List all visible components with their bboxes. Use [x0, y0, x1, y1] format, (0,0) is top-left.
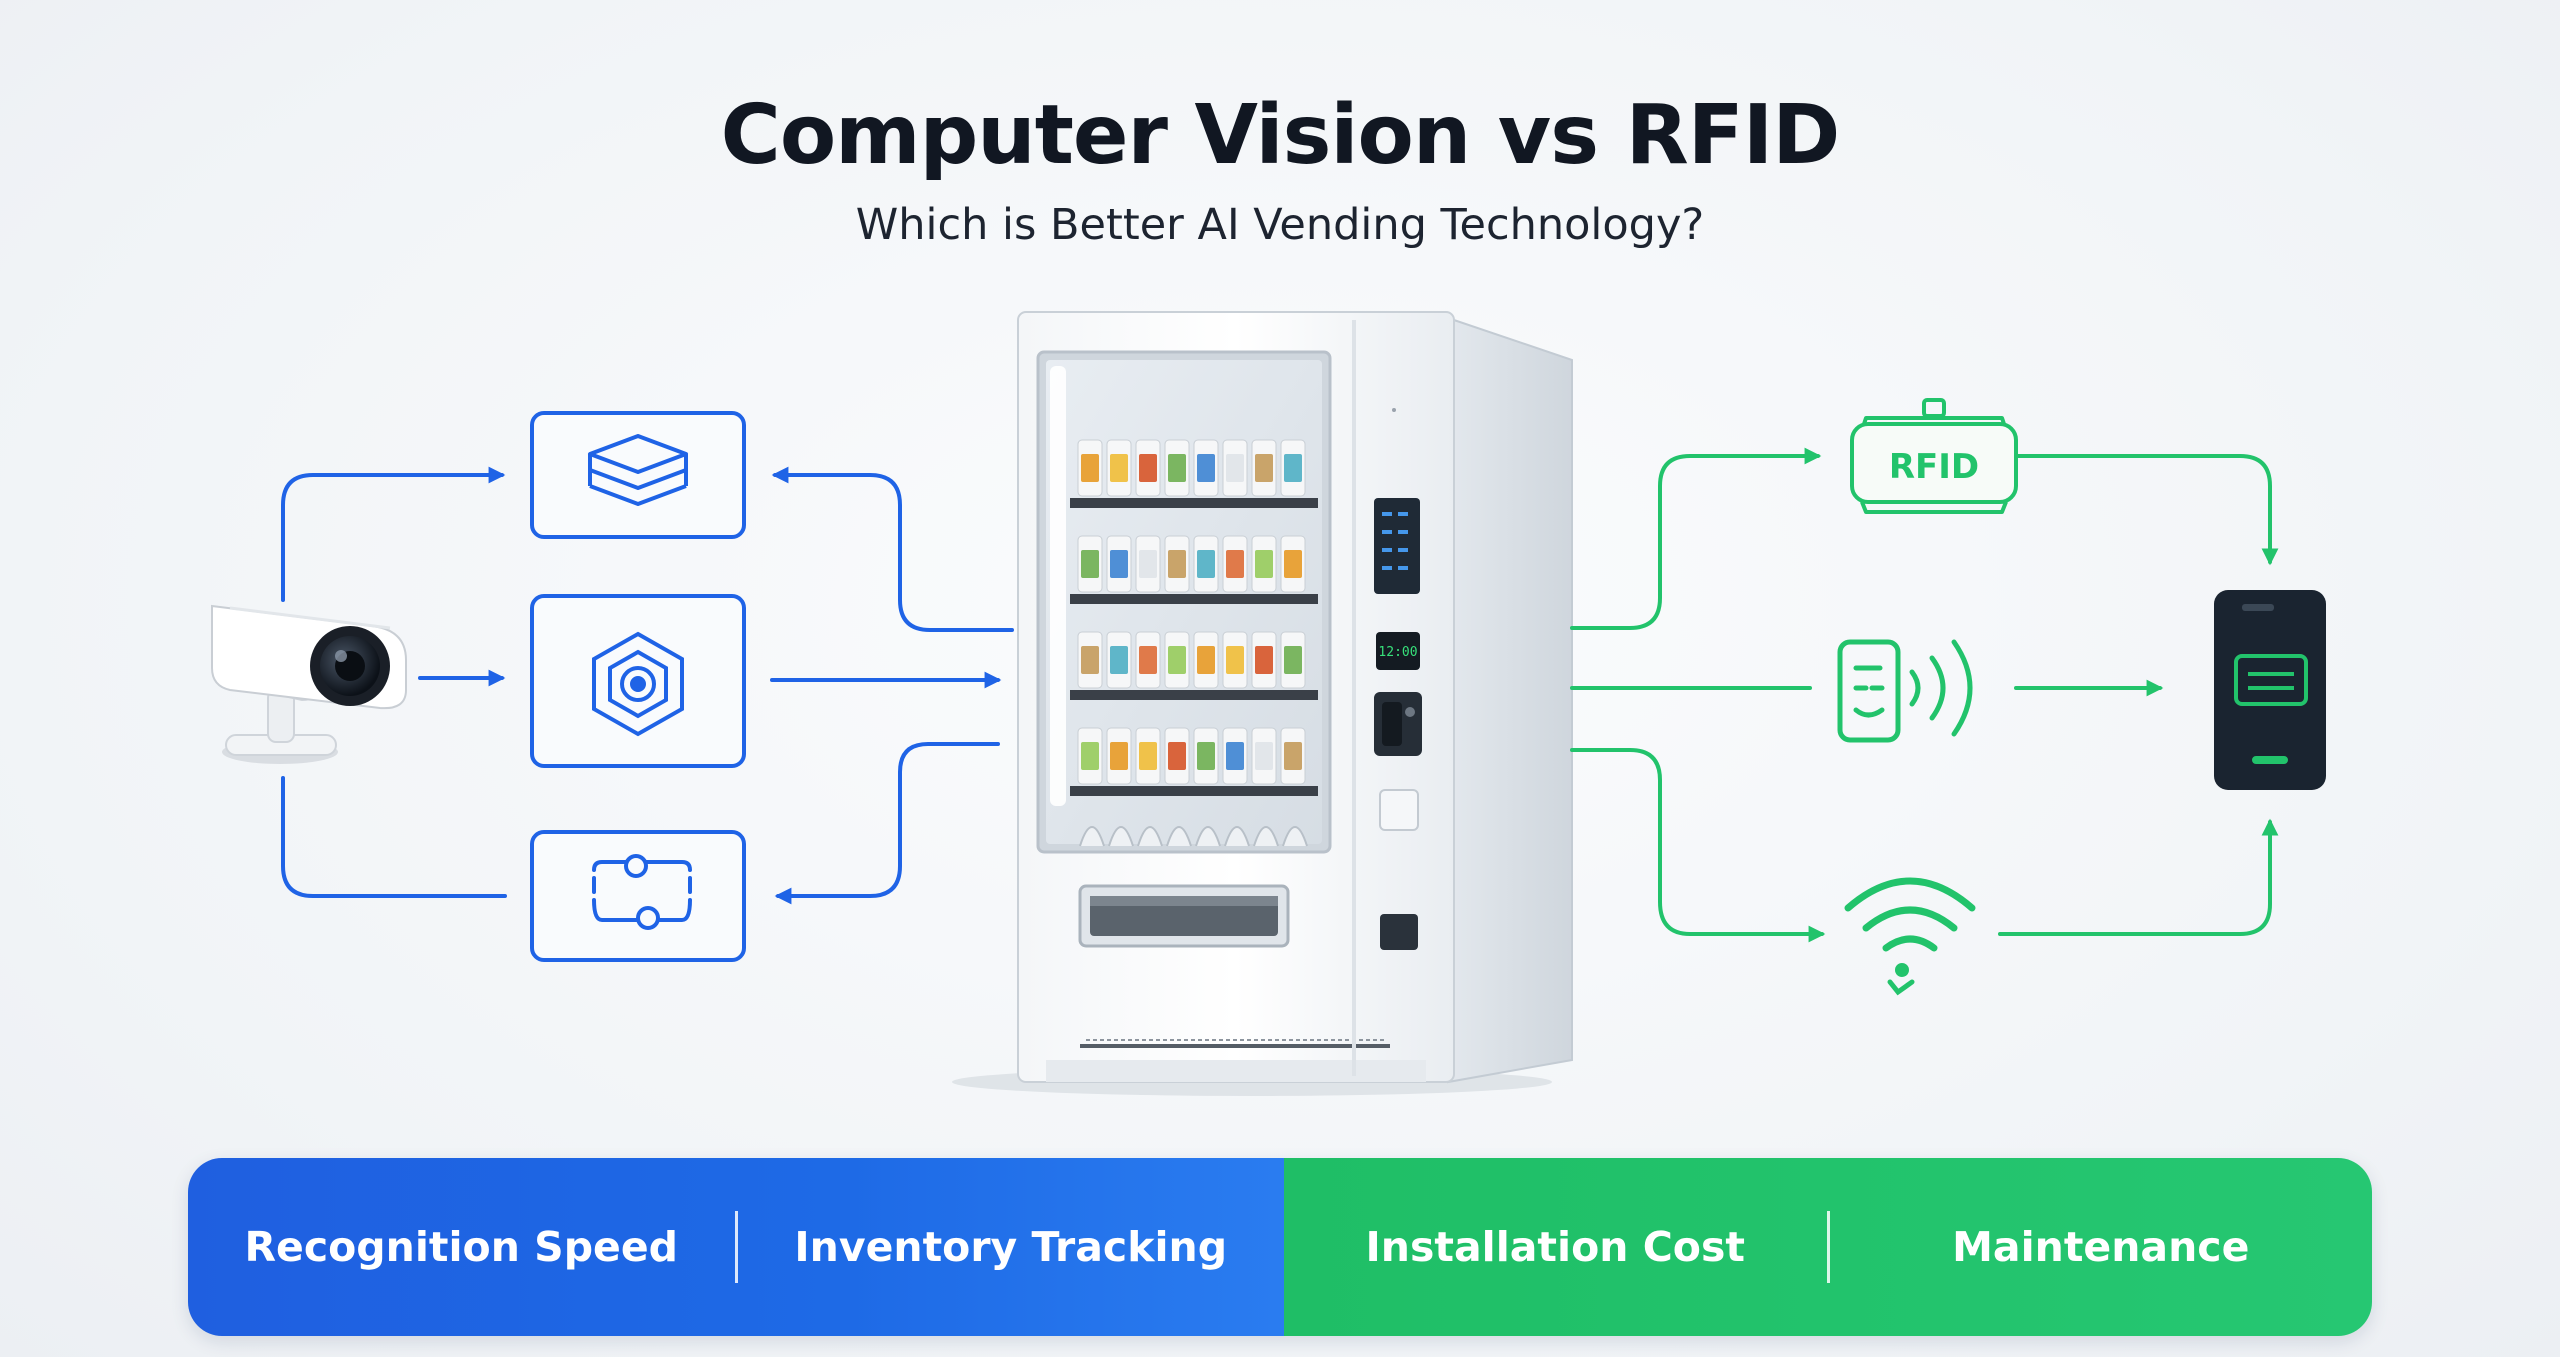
criterion-inventory-tracking: Inventory Tracking [794, 1223, 1228, 1271]
product-label [1284, 454, 1302, 482]
rfid-chip-icon: RFID [1850, 398, 2018, 514]
wifi-signal-icon [1844, 877, 1976, 996]
product-label [1226, 550, 1244, 578]
hexagon-target-icon [592, 631, 684, 737]
criterion-maintenance: Maintenance [1952, 1223, 2250, 1271]
dispenser-coil [1195, 826, 1221, 847]
product-label [1139, 742, 1157, 770]
product-label [1139, 454, 1157, 482]
shelf [1070, 690, 1318, 700]
product-label [1197, 454, 1215, 482]
product-label [1081, 550, 1099, 578]
product-label [1197, 550, 1215, 578]
bar-divider [1826, 1211, 1830, 1283]
layers-icon [588, 434, 688, 506]
dispenser-coil [1253, 826, 1279, 847]
mobile-phone-icon [2214, 590, 2326, 790]
shelf [1070, 594, 1318, 604]
criterion-installation-cost: Installation Cost [1365, 1223, 1745, 1271]
product-label [1284, 742, 1302, 770]
comparison-bar-vision: Recognition Speed Inventory Tracking [188, 1158, 1284, 1336]
shelf [1070, 498, 1318, 508]
dispenser-coil [1137, 826, 1163, 847]
comparison-bar: Recognition Speed Inventory Tracking Ins… [188, 1158, 2372, 1336]
product-label [1168, 742, 1186, 770]
shelf [1070, 786, 1318, 796]
nfc-card-icon [1837, 639, 1973, 743]
bar-divider [734, 1211, 738, 1283]
vending-machine: 12:00 [952, 311, 1573, 1096]
comparison-bar-rfid: Installation Cost Maintenance [1284, 1158, 2372, 1336]
dispenser-coil [1282, 826, 1308, 847]
dispenser-coil [1224, 826, 1250, 847]
product-label [1139, 646, 1157, 674]
vision-box-middle [530, 594, 746, 768]
criterion-recognition-speed: Recognition Speed [244, 1223, 679, 1271]
product-label [1226, 646, 1244, 674]
product-label [1081, 742, 1099, 770]
product-label [1226, 742, 1244, 770]
product-label [1168, 454, 1186, 482]
shelf-rows [1070, 439, 1318, 847]
product-label [1081, 454, 1099, 482]
security-camera-icon [211, 604, 407, 764]
rfid-connectors [1570, 447, 2279, 943]
product-label [1255, 742, 1273, 770]
product-label [1168, 550, 1186, 578]
machine-display: 12:00 [1378, 645, 1417, 660]
page-subtitle: Which is Better AI Vending Technology? [855, 200, 1705, 250]
dispenser-coil [1079, 826, 1105, 847]
vision-connectors [281, 466, 1014, 905]
dispenser-coil [1166, 826, 1192, 847]
product-label [1197, 742, 1215, 770]
product-label [1110, 454, 1128, 482]
product-label [1197, 646, 1215, 674]
product-label [1255, 646, 1273, 674]
product-label [1226, 454, 1244, 482]
product-label [1110, 550, 1128, 578]
product-label [1255, 454, 1273, 482]
page-title: Computer Vision vs RFID [720, 88, 1841, 183]
product-label [1110, 646, 1128, 674]
product-label [1284, 646, 1302, 674]
vision-box-bottom [530, 830, 746, 962]
product-label [1284, 550, 1302, 578]
dispenser-coil [1108, 826, 1134, 847]
rfid-tag-label: RFID [1889, 447, 1979, 487]
product-label [1139, 550, 1157, 578]
toggle-switches-icon [592, 854, 692, 930]
product-label [1081, 646, 1099, 674]
product-label [1168, 646, 1186, 674]
product-label [1110, 742, 1128, 770]
product-label [1255, 550, 1273, 578]
vision-box-top [530, 411, 746, 539]
